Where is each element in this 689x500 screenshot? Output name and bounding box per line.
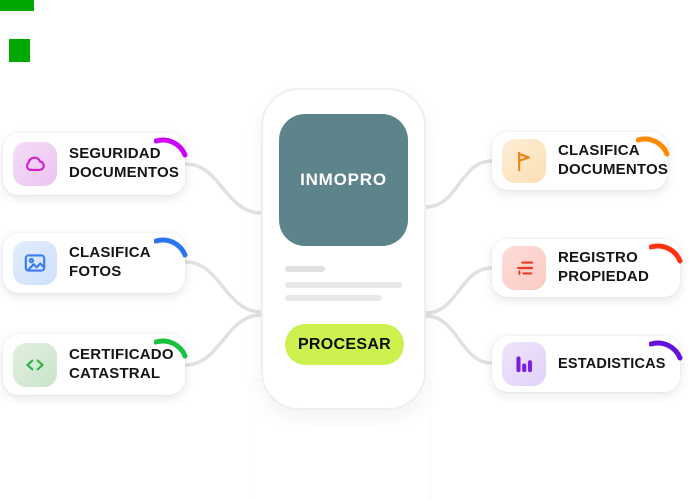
connector-line bbox=[184, 313, 263, 367]
connector-line bbox=[424, 159, 494, 209]
phone-mockup: INMOPRO PROCESAR bbox=[261, 88, 426, 410]
app-logo-tile: INMOPRO bbox=[279, 114, 408, 246]
icon-tile bbox=[502, 139, 546, 183]
connector-line bbox=[424, 266, 494, 315]
corner-arc bbox=[154, 237, 188, 258]
skeleton-line bbox=[285, 266, 325, 272]
card-label: CLASIFICA DOCUMENTOS bbox=[558, 142, 669, 178]
card-label: SEGURIDAD DOCUMENTOS bbox=[69, 145, 180, 181]
icon-tile bbox=[502, 342, 546, 386]
corner-arc bbox=[636, 136, 670, 157]
icon-tile bbox=[13, 342, 57, 387]
card-label: CLASIFICA FOTOS bbox=[69, 244, 151, 280]
feature-card-registro-propiedad[interactable]: REGISTRO PROPIEDAD bbox=[492, 239, 683, 297]
feature-card-seguridad-documentos[interactable]: SEGURIDAD DOCUMENTOS bbox=[3, 133, 188, 195]
bar-chart-icon bbox=[516, 356, 533, 373]
screen-artifact-green-bar bbox=[0, 0, 34, 11]
corner-arc bbox=[154, 137, 188, 158]
flag-icon bbox=[518, 151, 530, 172]
icon-tile bbox=[13, 241, 57, 285]
corner-arc bbox=[649, 340, 683, 361]
card-label: REGISTRO PROPIEDAD bbox=[558, 249, 649, 285]
corner-arc bbox=[649, 243, 683, 264]
connector-line bbox=[184, 260, 263, 314]
card-label: CERTIFICADO CATASTRAL bbox=[69, 345, 174, 382]
list-flame-icon bbox=[516, 261, 534, 276]
code-icon bbox=[26, 359, 44, 370]
icon-tile bbox=[13, 142, 57, 186]
feature-card-clasifica-fotos[interactable]: CLASIFICA FOTOS bbox=[3, 233, 188, 293]
card-label: ESTADISTICAS bbox=[558, 355, 666, 372]
procesar-button[interactable]: PROCESAR bbox=[285, 324, 404, 365]
connector-line bbox=[424, 314, 494, 365]
icon-tile bbox=[502, 246, 546, 290]
feature-card-clasifica-documentos[interactable]: CLASIFICA DOCUMENTOS bbox=[492, 132, 670, 190]
screen-artifact-green-square bbox=[9, 39, 30, 62]
cloud-icon bbox=[26, 156, 45, 172]
image-icon bbox=[24, 254, 46, 272]
skeleton-line bbox=[285, 282, 402, 288]
connector-line bbox=[184, 162, 263, 215]
app-name: INMOPRO bbox=[300, 170, 387, 189]
skeleton-line bbox=[285, 295, 382, 301]
feature-card-certificado-catastral[interactable]: CERTIFICADO CATASTRAL bbox=[3, 334, 188, 395]
corner-arc bbox=[154, 338, 188, 359]
feature-card-estadisticas[interactable]: ESTADISTICAS bbox=[492, 336, 683, 392]
